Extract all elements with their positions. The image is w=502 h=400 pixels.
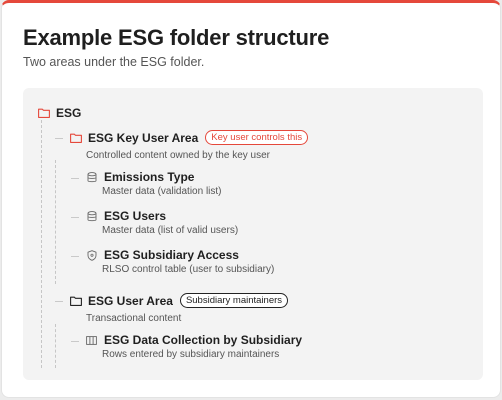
tree-node-esg-users[interactable]: ESG Users [85, 209, 166, 223]
folder-tree-panel: ESG ESG Key User Area Key user controls … [23, 88, 483, 380]
tree-connector-key-user-area [55, 160, 56, 284]
tree-node-label: ESG Subsidiary Access [104, 248, 239, 262]
tree-node-label: ESG Data Collection by Subsidiary [104, 333, 303, 347]
tree-node-label: ESG User Area [88, 293, 173, 308]
tree-node-description: Transactional content [86, 313, 182, 324]
status-badge: Key user controls this [205, 130, 309, 145]
page-subtitle: Two areas under the ESG folder. [23, 55, 205, 69]
tree-node-description: Master data (validation list) [102, 186, 222, 197]
tree-branch-data-collection [71, 341, 79, 342]
tree-branch-user-area [55, 301, 63, 302]
tree-branch-subsidiary-access [71, 256, 79, 257]
table-icon [85, 334, 98, 347]
tree-node-label: Emissions Type [104, 170, 195, 184]
tree-node-key-user-area[interactable]: ESG Key User Area Key user controls this [69, 130, 309, 145]
tree-node-emissions-type[interactable]: Emissions Type [85, 170, 194, 184]
tree-node-label: ESG Users [104, 209, 167, 223]
tree-connector-user-area [55, 324, 56, 368]
database-icon [85, 171, 98, 184]
page-title: Example ESG folder structure [23, 25, 330, 50]
status-badge: Subsidiary maintainers [179, 293, 289, 308]
tree-branch-emissions-type [71, 178, 79, 179]
tree-node-description: Rows entered by subsidiary maintainers [102, 349, 280, 360]
tree-node-esg[interactable]: ESG [37, 106, 81, 120]
tree-node-description: Controlled content owned by the key user [86, 150, 270, 161]
folder-icon [37, 107, 50, 120]
folder-icon [69, 131, 82, 144]
folder-icon [69, 294, 82, 307]
tree-node-data-collection[interactable]: ESG Data Collection by Subsidiary [85, 333, 302, 347]
tree-connector-root [41, 120, 42, 368]
tree-node-description: RLSO control table (user to subsidiary) [102, 264, 275, 275]
tree-branch-key-user-area [55, 138, 63, 139]
tree-node-label: ESG [56, 106, 82, 120]
shield-icon [85, 249, 98, 262]
tree-node-label: ESG Key User Area [88, 130, 199, 145]
tree-node-description: Master data (list of valid users) [102, 225, 239, 236]
tree-node-subsidiary-access[interactable]: ESG Subsidiary Access [85, 248, 239, 262]
tree-node-user-area[interactable]: ESG User Area Subsidiary maintainers [69, 293, 289, 308]
database-icon [85, 210, 98, 223]
tree-branch-esg-users [71, 217, 79, 218]
